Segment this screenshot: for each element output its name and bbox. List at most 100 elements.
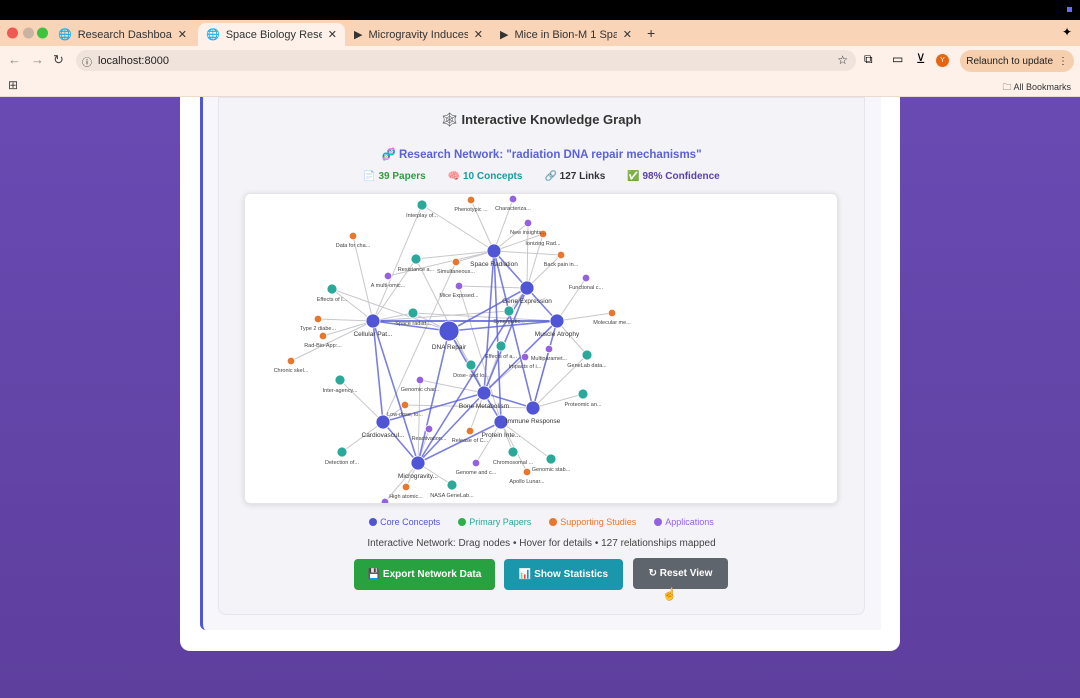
- close-window-button[interactable]: [7, 27, 18, 39]
- stat-concepts: 🧠 10 Concepts: [447, 171, 523, 182]
- node-core[interactable]: [410, 455, 426, 471]
- node-core[interactable]: [365, 313, 381, 329]
- close-tab-icon[interactable]: ✕: [622, 29, 632, 41]
- gemini-icon[interactable]: ✦: [1061, 25, 1072, 39]
- node-supporting[interactable]: [451, 257, 461, 267]
- node-core[interactable]: [549, 313, 565, 329]
- profile-avatar[interactable]: Y: [936, 54, 949, 67]
- tab-research-dashboard[interactable]: 🌐Research Dashboard - Spa✕: [58, 28, 187, 42]
- node-supporting[interactable]: [466, 195, 476, 205]
- node-primary[interactable]: [503, 305, 515, 317]
- node-supporting[interactable]: [522, 467, 532, 477]
- tab-bion-m1[interactable]: ▶Mice in Bion-M 1 Space Missi✕: [500, 28, 632, 42]
- node-primary[interactable]: [545, 453, 557, 465]
- node-application[interactable]: [544, 344, 554, 354]
- globe-icon: 🌐: [58, 29, 72, 41]
- tab-search-icon[interactable]: ▭: [892, 52, 904, 66]
- close-tab-icon[interactable]: ✕: [473, 29, 483, 41]
- node-core[interactable]: [519, 280, 535, 296]
- node-supporting[interactable]: [286, 356, 296, 366]
- node-primary[interactable]: [446, 479, 458, 491]
- node-application[interactable]: [523, 218, 533, 228]
- show-statistics-button[interactable]: 📊 Show Statistics: [504, 559, 623, 590]
- reset-view-button[interactable]: ↻ Reset View: [633, 558, 728, 589]
- node-primary[interactable]: [334, 374, 346, 386]
- node-core[interactable]: [438, 320, 460, 342]
- node-application[interactable]: [471, 458, 481, 468]
- node-primary[interactable]: [410, 253, 422, 265]
- node-primary[interactable]: [465, 359, 477, 371]
- relaunch-button[interactable]: Relaunch to update⋮: [960, 50, 1074, 72]
- network-link: [372, 258, 417, 322]
- close-tab-icon[interactable]: ✕: [177, 29, 187, 41]
- node-core[interactable]: [486, 243, 502, 259]
- node-primary[interactable]: [326, 283, 338, 295]
- forward-button[interactable]: →: [31, 52, 44, 67]
- node-application[interactable]: [454, 281, 464, 291]
- network-link: [341, 421, 384, 453]
- new-tab-button[interactable]: +: [647, 25, 656, 41]
- export-network-button[interactable]: 💾 Export Network Data: [354, 559, 495, 590]
- node-primary[interactable]: [507, 446, 519, 458]
- node-application[interactable]: [380, 497, 390, 504]
- node-core[interactable]: [375, 414, 391, 430]
- document-icon: ▶: [354, 29, 363, 41]
- node-supporting[interactable]: [313, 314, 323, 324]
- node-supporting[interactable]: [400, 400, 410, 410]
- node-application[interactable]: [415, 375, 425, 385]
- node-application[interactable]: [383, 271, 393, 281]
- network-link: [493, 233, 544, 252]
- site-info-icon[interactable]: ⓘ: [82, 58, 92, 69]
- node-core[interactable]: [476, 385, 492, 401]
- node-supporting[interactable]: [556, 250, 566, 260]
- node-label: Data for cha...: [336, 243, 371, 249]
- node-core[interactable]: [493, 414, 509, 430]
- node-primary[interactable]: [336, 446, 348, 458]
- node-application[interactable]: [520, 352, 530, 362]
- folder-icon: 🗀: [1002, 82, 1014, 92]
- node-application[interactable]: [581, 273, 591, 283]
- node-application[interactable]: [508, 194, 518, 204]
- menu-dots-icon[interactable]: ⋮: [1058, 55, 1068, 67]
- node-supporting[interactable]: [607, 308, 617, 318]
- network-link: [331, 288, 374, 322]
- node-primary[interactable]: [407, 307, 419, 319]
- node-primary[interactable]: [495, 340, 507, 352]
- stat-confidence: ✅ 98% Confidence: [627, 171, 720, 182]
- tab-space-biology[interactable]: 🌐Space Biology Research A✕: [198, 23, 345, 46]
- extensions-icon[interactable]: ⧉: [864, 52, 873, 66]
- back-button[interactable]: ←: [8, 52, 21, 67]
- network-link: [526, 233, 544, 289]
- tab-microgravity[interactable]: ▶Microgravity Induces Pelvic B✕: [354, 28, 483, 42]
- node-label: Protein Inte...: [482, 432, 521, 439]
- reload-button[interactable]: ↻: [53, 52, 64, 67]
- bookmark-star-icon[interactable]: ☆: [837, 53, 848, 67]
- node-application[interactable]: [424, 424, 434, 434]
- stat-papers: 📄 39 Papers: [363, 171, 426, 182]
- node-supporting[interactable]: [465, 426, 475, 436]
- close-tab-icon[interactable]: ✕: [327, 29, 337, 41]
- node-primary[interactable]: [577, 388, 589, 400]
- minimize-window-button[interactable]: [23, 27, 34, 39]
- network-link: [404, 404, 534, 409]
- node-supporting[interactable]: [401, 482, 411, 492]
- core-link: [417, 392, 485, 464]
- node-supporting[interactable]: [318, 331, 328, 341]
- all-bookmarks-button[interactable]: 🗀 All Bookmarks: [1002, 82, 1071, 92]
- node-supporting[interactable]: [538, 229, 548, 239]
- node-label: Rad-Bio-App:...: [304, 343, 342, 349]
- node-core[interactable]: [525, 400, 541, 416]
- maximize-window-button[interactable]: [37, 27, 48, 39]
- apps-grid-icon[interactable]: ⊞: [8, 78, 19, 92]
- node-supporting[interactable]: [348, 231, 358, 241]
- node-primary[interactable]: [416, 199, 428, 211]
- node-primary[interactable]: [581, 349, 593, 361]
- core-link: [372, 320, 450, 332]
- network-link: [382, 261, 457, 423]
- network-link: [384, 462, 419, 503]
- download-icon[interactable]: ⊻: [916, 51, 926, 66]
- node-label: Characteriza...: [495, 206, 531, 212]
